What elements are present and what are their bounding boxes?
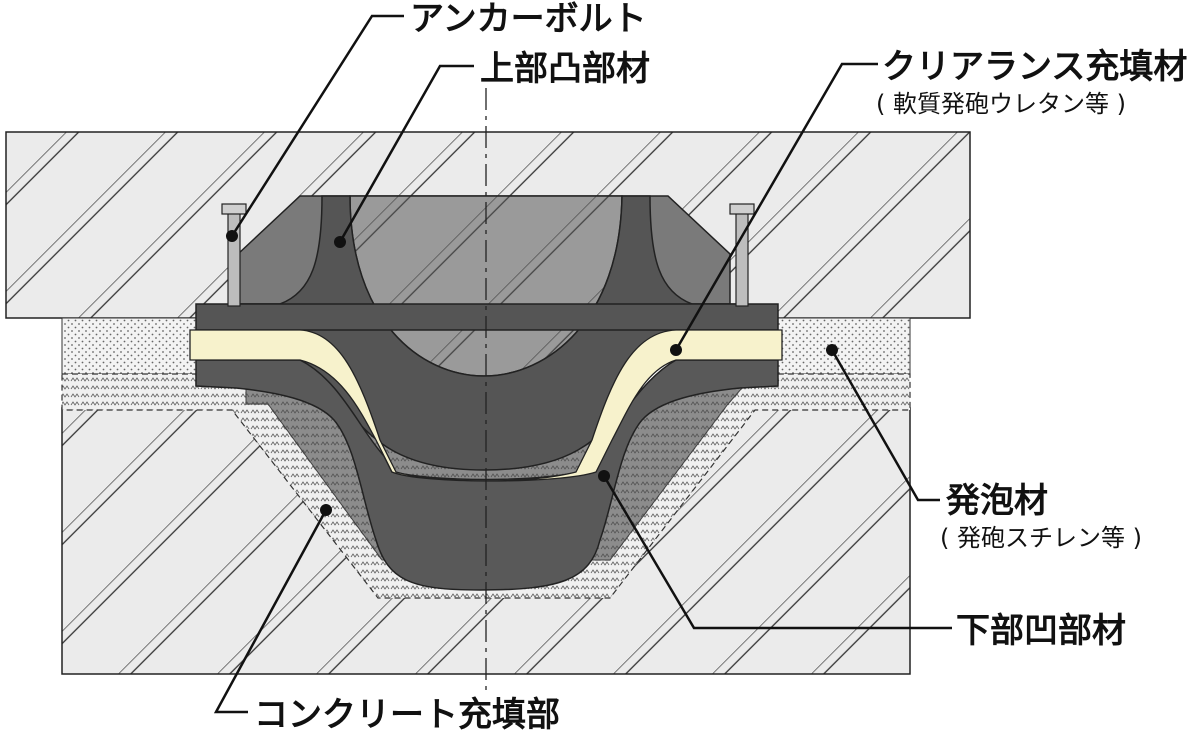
leader-clearance-filler: [670, 62, 878, 356]
clearance-filler-layer: [189, 329, 783, 482]
label-concrete-fill: コンクリート充填部: [254, 695, 560, 735]
upper-flange-plate: [195, 303, 779, 331]
label-clearance-filler: クリアランス充填材: [882, 47, 1187, 87]
foam-layer-left: [61, 317, 197, 375]
label-clearance-filler-sub: ( 軟質発砲ウレタン等 ): [876, 90, 1126, 118]
lower-concave-member: [195, 359, 779, 591]
label-foam-sub: ( 発砲スチレン等 ): [940, 524, 1142, 552]
leader-lower-concave: [598, 470, 952, 630]
label-foam: 発泡材: [946, 481, 1048, 521]
label-lower-concave: 下部凹部材: [956, 611, 1126, 651]
leader-anchor-bolt: [226, 14, 404, 242]
label-anchor-bolt: アンカーボルト: [410, 0, 647, 39]
label-upper-convex: 上部凸部材: [480, 49, 650, 89]
leader-concrete-fill: [213, 504, 332, 714]
leader-upper-convex: [334, 64, 474, 248]
foam-layer-right: [777, 317, 911, 375]
leader-foam: [826, 344, 940, 502]
